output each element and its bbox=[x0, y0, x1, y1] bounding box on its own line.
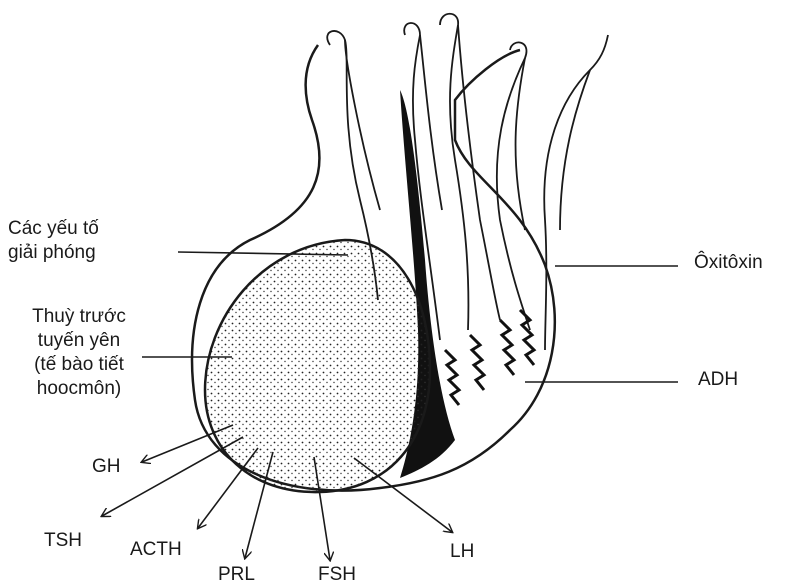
releasing-factors-line-2: giải phóng bbox=[8, 241, 174, 265]
tsh-label: TSH bbox=[44, 529, 82, 553]
prl-label: PRL bbox=[218, 563, 255, 587]
adh-label: ADH bbox=[698, 368, 738, 392]
anterior-lobe bbox=[205, 240, 430, 492]
fsh-label: FSH bbox=[318, 563, 356, 587]
gh-label: GH bbox=[92, 455, 121, 479]
releasing-factors-line-1: Các yếu tố bbox=[8, 217, 174, 241]
anterior-lobe-line-1: Thuỳ trước bbox=[4, 305, 154, 329]
anterior-lobe-line-3: (tế bào tiết bbox=[4, 353, 154, 377]
lh-label: LH bbox=[450, 540, 474, 564]
acth-arrow bbox=[198, 448, 258, 528]
oxytocin-label: Ôxitôxin bbox=[694, 251, 763, 275]
releasing-factors-label: Các yếu tố giải phóng bbox=[8, 217, 174, 265]
acth-label: ACTH bbox=[130, 538, 182, 562]
neuron-terminals bbox=[445, 310, 534, 405]
anterior-lobe-line-4: hoocmôn) bbox=[4, 377, 154, 401]
anterior-lobe-line-2: tuyến yên bbox=[4, 329, 154, 353]
anterior-lobe-label: Thuỳ trước tuyến yên (tế bào tiết hoocmô… bbox=[4, 305, 154, 401]
